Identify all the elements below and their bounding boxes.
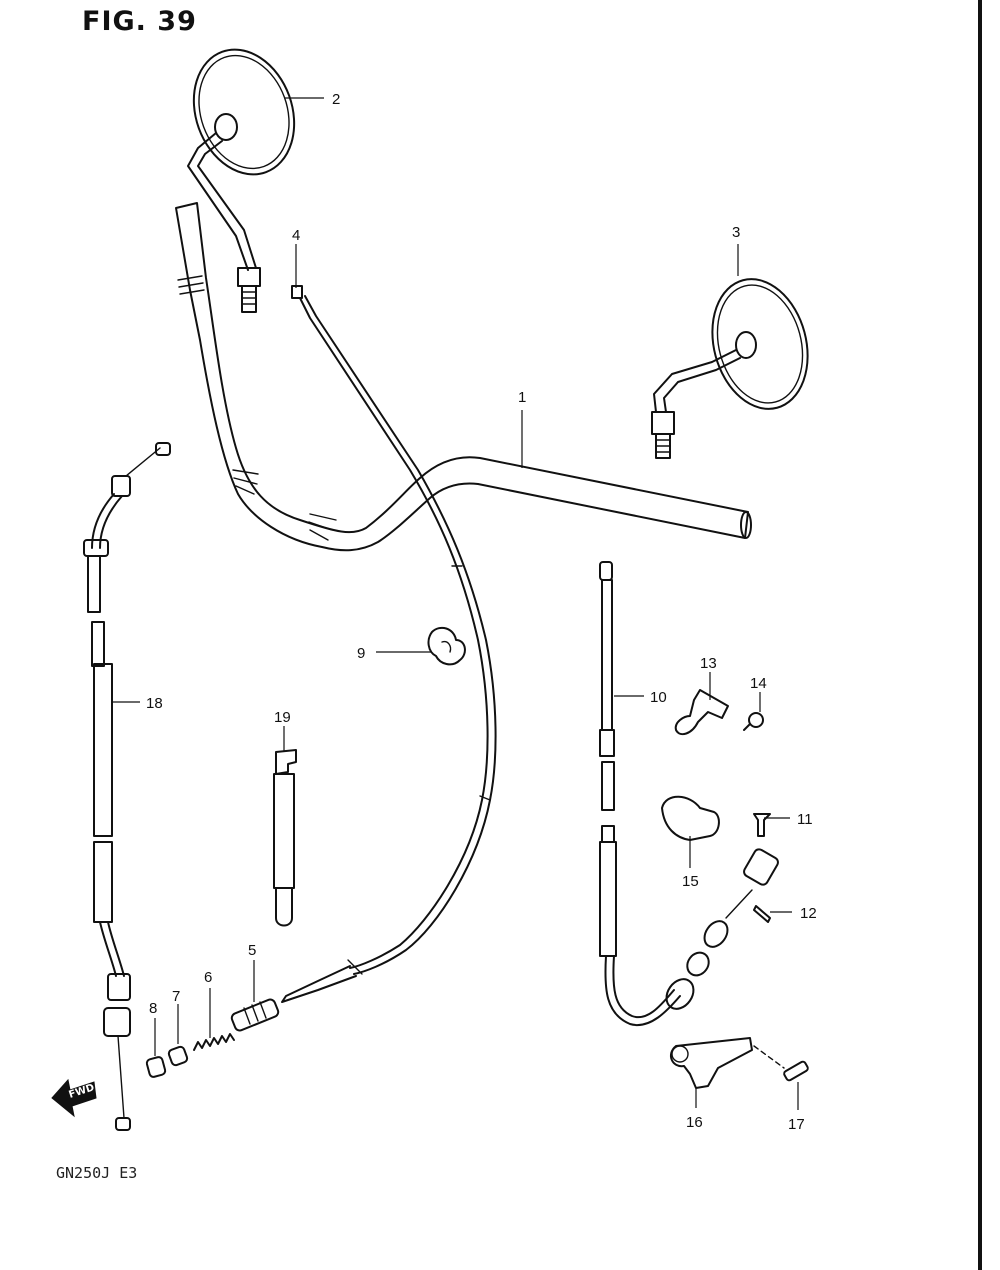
callout-6: 6 xyxy=(204,969,212,986)
pin xyxy=(753,813,771,837)
callout-3: 3 xyxy=(732,224,740,241)
callout-15: 15 xyxy=(682,873,699,890)
boot xyxy=(661,795,720,841)
callout-8: 8 xyxy=(149,1000,157,1017)
callout-7: 7 xyxy=(172,988,180,1005)
page-edge-border xyxy=(978,0,982,1270)
callout-16: 16 xyxy=(686,1114,703,1131)
guide-screw xyxy=(783,1060,809,1082)
callout-9: 9 xyxy=(357,645,365,662)
callout-14: 14 xyxy=(750,675,767,692)
band xyxy=(273,749,297,927)
cotter-pin xyxy=(753,905,771,923)
cable-clamp xyxy=(427,626,466,666)
model-code: GN250J E3 xyxy=(56,1164,138,1182)
callout-13: 13 xyxy=(700,655,717,672)
callout-17: 17 xyxy=(788,1116,805,1133)
clutch-cable xyxy=(599,561,779,1027)
callout-4: 4 xyxy=(292,227,300,244)
callout-1: 1 xyxy=(518,389,526,406)
collar xyxy=(167,1045,189,1067)
handlebar xyxy=(175,202,752,552)
callout-11: 11 xyxy=(797,811,813,828)
callouts: 2 3 4 1 9 10 13 14 11 12 15 16 17 18 19 … xyxy=(112,91,817,1133)
bracket-screw xyxy=(743,712,764,731)
throttle-cable xyxy=(83,442,171,1131)
fwd-arrow: FWD xyxy=(51,1078,97,1118)
cable-guide xyxy=(669,1037,753,1089)
guide-center-line xyxy=(753,1045,785,1069)
cap xyxy=(145,1056,167,1078)
adjuster-assembly xyxy=(145,998,280,1078)
mirror-right xyxy=(651,278,809,459)
front-brake-cable xyxy=(281,285,497,1003)
figure-title: FIG. 39 xyxy=(82,6,197,37)
callout-2: 2 xyxy=(332,91,340,108)
callout-5: 5 xyxy=(248,942,256,959)
adjuster xyxy=(230,998,280,1032)
callout-18: 18 xyxy=(146,695,163,712)
callout-10: 10 xyxy=(650,689,667,706)
callout-12: 12 xyxy=(800,905,817,922)
callout-19: 19 xyxy=(274,709,291,726)
spring xyxy=(193,1033,235,1051)
mirror-left xyxy=(187,48,296,313)
cable-bracket xyxy=(674,689,729,736)
